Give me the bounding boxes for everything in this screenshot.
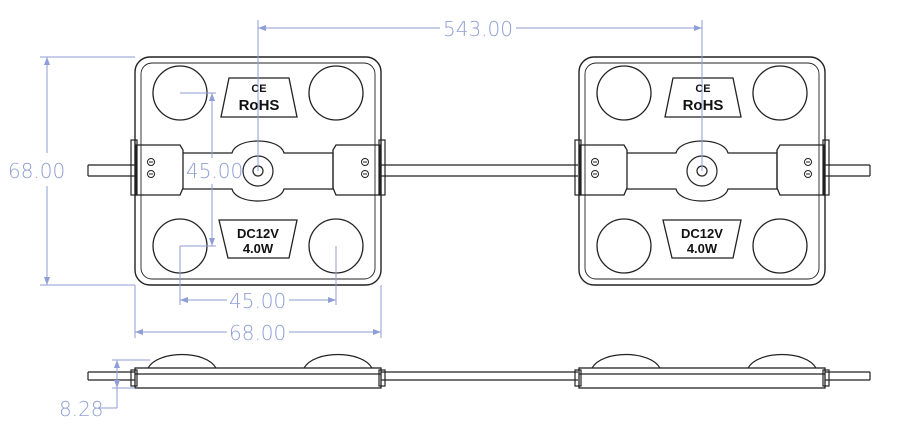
rohs-label: RoHS	[683, 97, 724, 114]
led-lens	[308, 65, 364, 121]
voltage-label: DC12V	[237, 226, 279, 241]
ce-mark: CE	[251, 83, 266, 95]
led-lens	[596, 218, 652, 274]
dimension-module-height: 68.00	[8, 159, 65, 183]
voltage-label: DC12V	[681, 226, 723, 241]
dimension-led-pitch-vertical: 45.00	[186, 159, 243, 183]
label-plate-bottom	[662, 219, 742, 259]
power-label: 4.0W	[687, 241, 718, 256]
label-plate-top	[664, 77, 742, 118]
led-dome	[147, 353, 217, 369]
screw-icon	[591, 158, 812, 178]
led-dome	[591, 353, 661, 369]
label-plate-top	[220, 77, 298, 118]
ce-mark: CE	[695, 83, 710, 95]
connector-bracket-left	[579, 144, 628, 196]
connector-bracket-left	[135, 144, 184, 196]
dimension-spacing: 543.00	[443, 17, 513, 41]
led-dome	[303, 353, 373, 369]
connector-bracket-right	[776, 144, 825, 196]
dimension-lines	[40, 20, 703, 409]
power-label: 4.0W	[243, 241, 274, 256]
dimension-led-pitch-horizontal: 45.00	[229, 289, 286, 313]
led-lens	[596, 65, 652, 121]
wires-top-view	[87, 164, 871, 177]
label-plate-bottom	[218, 219, 298, 259]
led-lens	[752, 218, 808, 274]
rohs-label: RoHS	[239, 97, 280, 114]
led-dome	[747, 353, 817, 369]
connector-bracket-right	[332, 144, 381, 196]
module-side-left	[134, 367, 382, 389]
dimension-arrows	[44, 25, 702, 388]
side-view	[87, 353, 871, 389]
module-side-right	[578, 367, 826, 389]
dimension-thickness: 8.28	[59, 397, 104, 421]
led-lens	[752, 65, 808, 121]
dimension-module-width: 68.00	[229, 321, 286, 345]
screw-icon	[147, 158, 369, 178]
